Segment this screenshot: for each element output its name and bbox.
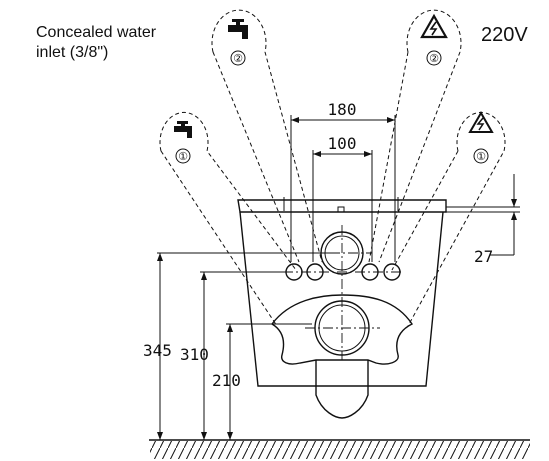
center-lines xyxy=(283,225,404,360)
toilet-outline xyxy=(237,197,447,419)
dimension-value: 310 xyxy=(180,345,209,364)
water-tap-icon xyxy=(174,121,192,138)
callout-number-circle xyxy=(230,50,246,66)
dimension-210: 210 xyxy=(212,323,312,440)
callout-power-1: ① xyxy=(391,111,506,327)
dimension-345: 345 xyxy=(143,252,332,440)
callout-number: ① xyxy=(476,150,486,163)
floor xyxy=(149,439,530,459)
callout-number: ② xyxy=(429,52,439,65)
callout-number-circle xyxy=(426,50,442,66)
callout-power-2: ② xyxy=(368,9,462,263)
dimension-value: 100 xyxy=(328,134,357,153)
callout-number-circle xyxy=(175,148,191,164)
dimension-value: 345 xyxy=(143,341,172,360)
water-inlet-label-line1: Concealed water xyxy=(36,24,157,41)
callout-number-circle xyxy=(473,148,489,164)
water-inlet-label-line2: inlet (3/8") xyxy=(36,44,108,61)
voltage-label: 220V xyxy=(481,24,528,46)
water-tap-icon xyxy=(228,19,248,39)
dimension-value: 27 xyxy=(474,247,493,266)
callout-number: ① xyxy=(178,150,188,163)
callout-number: ② xyxy=(233,52,243,65)
callout-water-inlet-2: ② xyxy=(211,9,323,263)
dimension-value: 180 xyxy=(328,100,357,119)
callout-water-inlet-1: ① xyxy=(159,112,297,327)
dimension-100: 100 xyxy=(312,134,373,262)
dimension-310: 310 xyxy=(180,271,286,440)
dimension-180: 180 xyxy=(290,100,396,262)
dimension-27: 27 xyxy=(446,174,520,266)
high-voltage-warning-icon xyxy=(468,111,494,133)
high-voltage-warning-icon xyxy=(420,13,448,39)
dimension-value: 210 xyxy=(212,371,241,390)
